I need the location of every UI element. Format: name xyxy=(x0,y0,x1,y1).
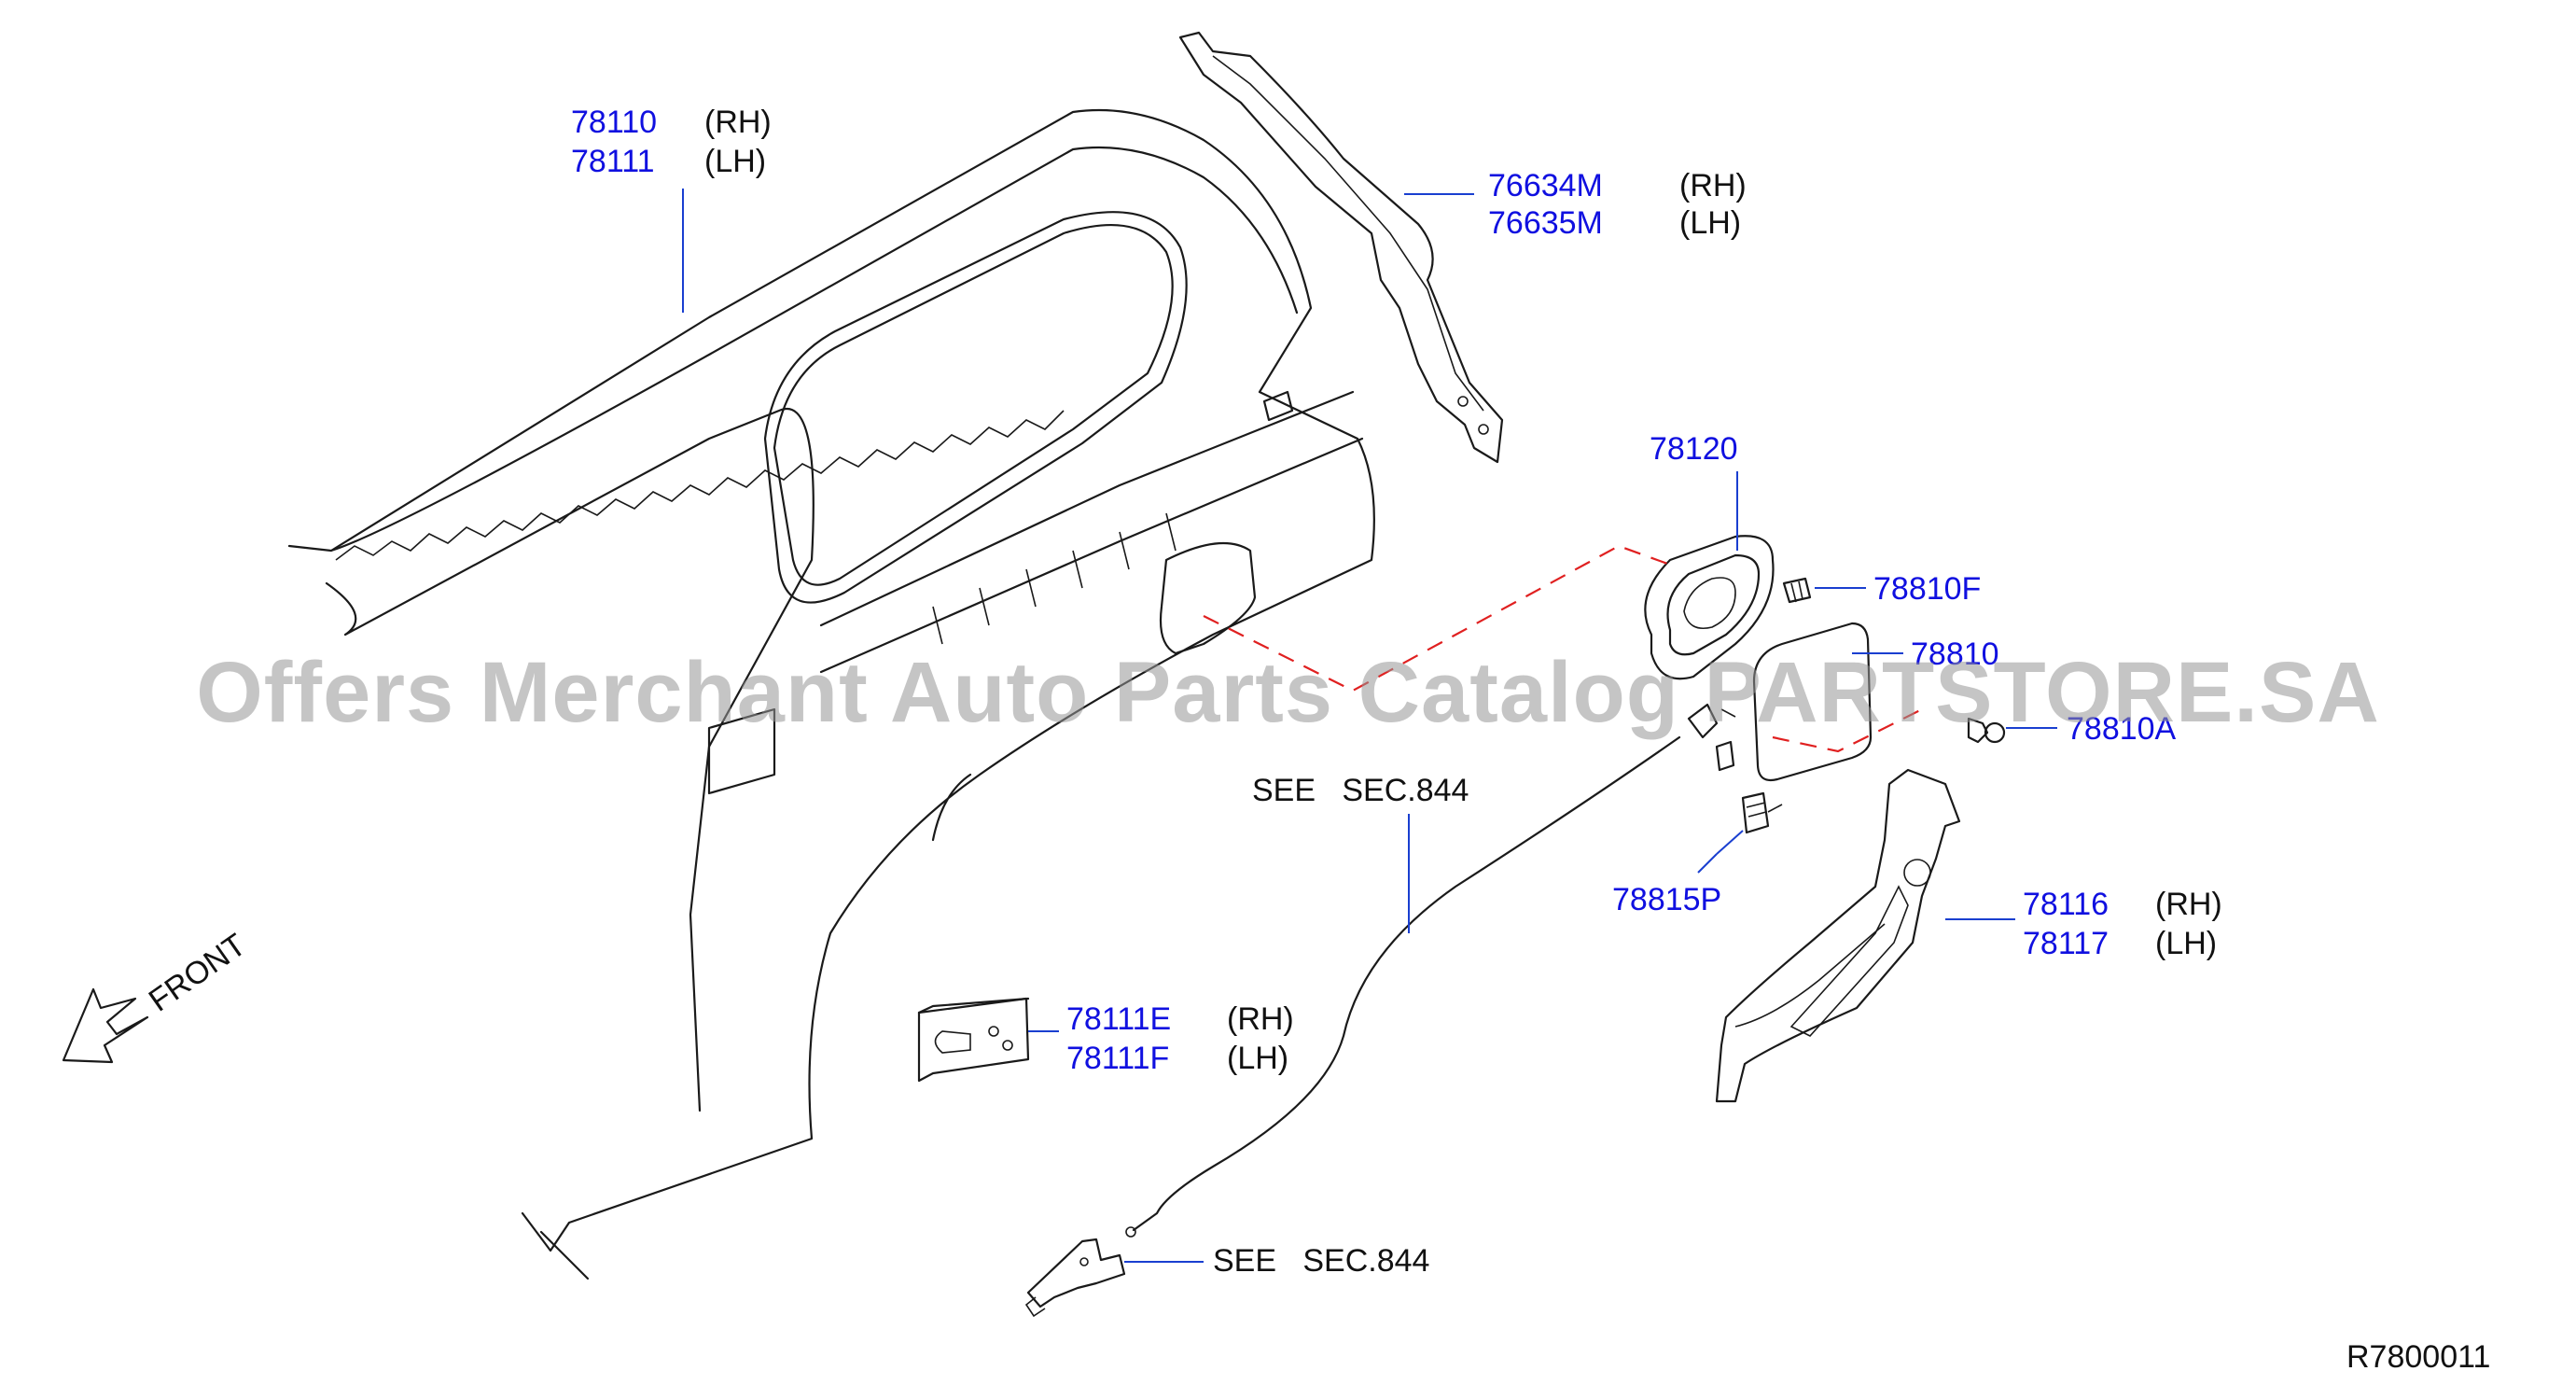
leader-lines xyxy=(682,189,2057,1263)
lid-bumper[interactable] xyxy=(1782,577,1812,604)
lid-lock[interactable] xyxy=(1687,703,1736,772)
side-lh: (LH) xyxy=(2155,926,2217,961)
side-lh: (LH) xyxy=(1679,205,1741,241)
part-number-78111f[interactable]: 78111F xyxy=(1066,1041,1169,1076)
callout-78110[interactable]: 78110 (RH) 78111 (LH) xyxy=(571,105,772,179)
part-number-78111e[interactable]: 78111E xyxy=(1066,1001,1171,1037)
part-number-78810a[interactable]: 78810A xyxy=(2067,711,2177,747)
side-rh: (RH) xyxy=(1227,1001,1294,1037)
part-number-78110[interactable]: 78110 xyxy=(571,105,657,140)
part-number-78120[interactable]: 78120 xyxy=(1650,431,1738,467)
fuel-filler-lid[interactable] xyxy=(1752,622,1873,782)
opener-lever-handle[interactable] xyxy=(1024,1238,1126,1318)
part-number-78815p[interactable]: 78815P xyxy=(1612,882,1721,917)
rear-side-inner-panel[interactable] xyxy=(1715,768,1961,1103)
diagram-code: R7800011 xyxy=(2346,1339,2490,1375)
side-rh: (RH) xyxy=(704,105,772,140)
rear-pillar-reinforcement[interactable] xyxy=(1178,31,1504,464)
side-rh: (RH) xyxy=(2155,887,2222,922)
part-number-78116[interactable]: 78116 xyxy=(2023,887,2109,922)
callout-78111e[interactable]: 78111E (RH) 78111F (LH) xyxy=(1066,1001,1294,1076)
side-lh: (LH) xyxy=(704,144,766,179)
part-number-76635m[interactable]: 76635M xyxy=(1488,205,1603,241)
part-number-78810[interactable]: 78810 xyxy=(1911,637,1999,672)
rear-body-side-panel[interactable] xyxy=(287,108,1375,1280)
part-number-76634m[interactable]: 76634M xyxy=(1488,168,1603,203)
callout-76634m[interactable]: 76634M (RH) 76635M (LH) xyxy=(1488,168,1747,241)
part-number-78117[interactable]: 78117 xyxy=(2023,926,2109,961)
opener-cable[interactable] xyxy=(1125,735,1681,1238)
see-section-note-cable[interactable]: SEE SEC.844 xyxy=(1252,773,1469,808)
part-number-78111[interactable]: 78111 xyxy=(571,144,655,179)
lid-opener-actuator[interactable] xyxy=(1741,791,1783,834)
front-arrow: FRONT xyxy=(62,927,253,1064)
front-label: FRONT xyxy=(143,927,253,1018)
lid-position-dashed-line xyxy=(1203,544,1923,753)
side-rh: (RH) xyxy=(1679,168,1747,203)
side-bracket[interactable] xyxy=(917,997,1030,1083)
filler-pocket[interactable] xyxy=(1644,535,1775,680)
side-lh: (LH) xyxy=(1227,1041,1288,1076)
see-section-note-lever[interactable]: SEE SEC.844 xyxy=(1213,1243,1429,1279)
part-number-78810f[interactable]: 78810F xyxy=(1873,571,1981,607)
lid-clip[interactable] xyxy=(1967,717,2006,744)
callout-78116[interactable]: 78116 (RH) 78117 (LH) xyxy=(2023,887,2222,961)
